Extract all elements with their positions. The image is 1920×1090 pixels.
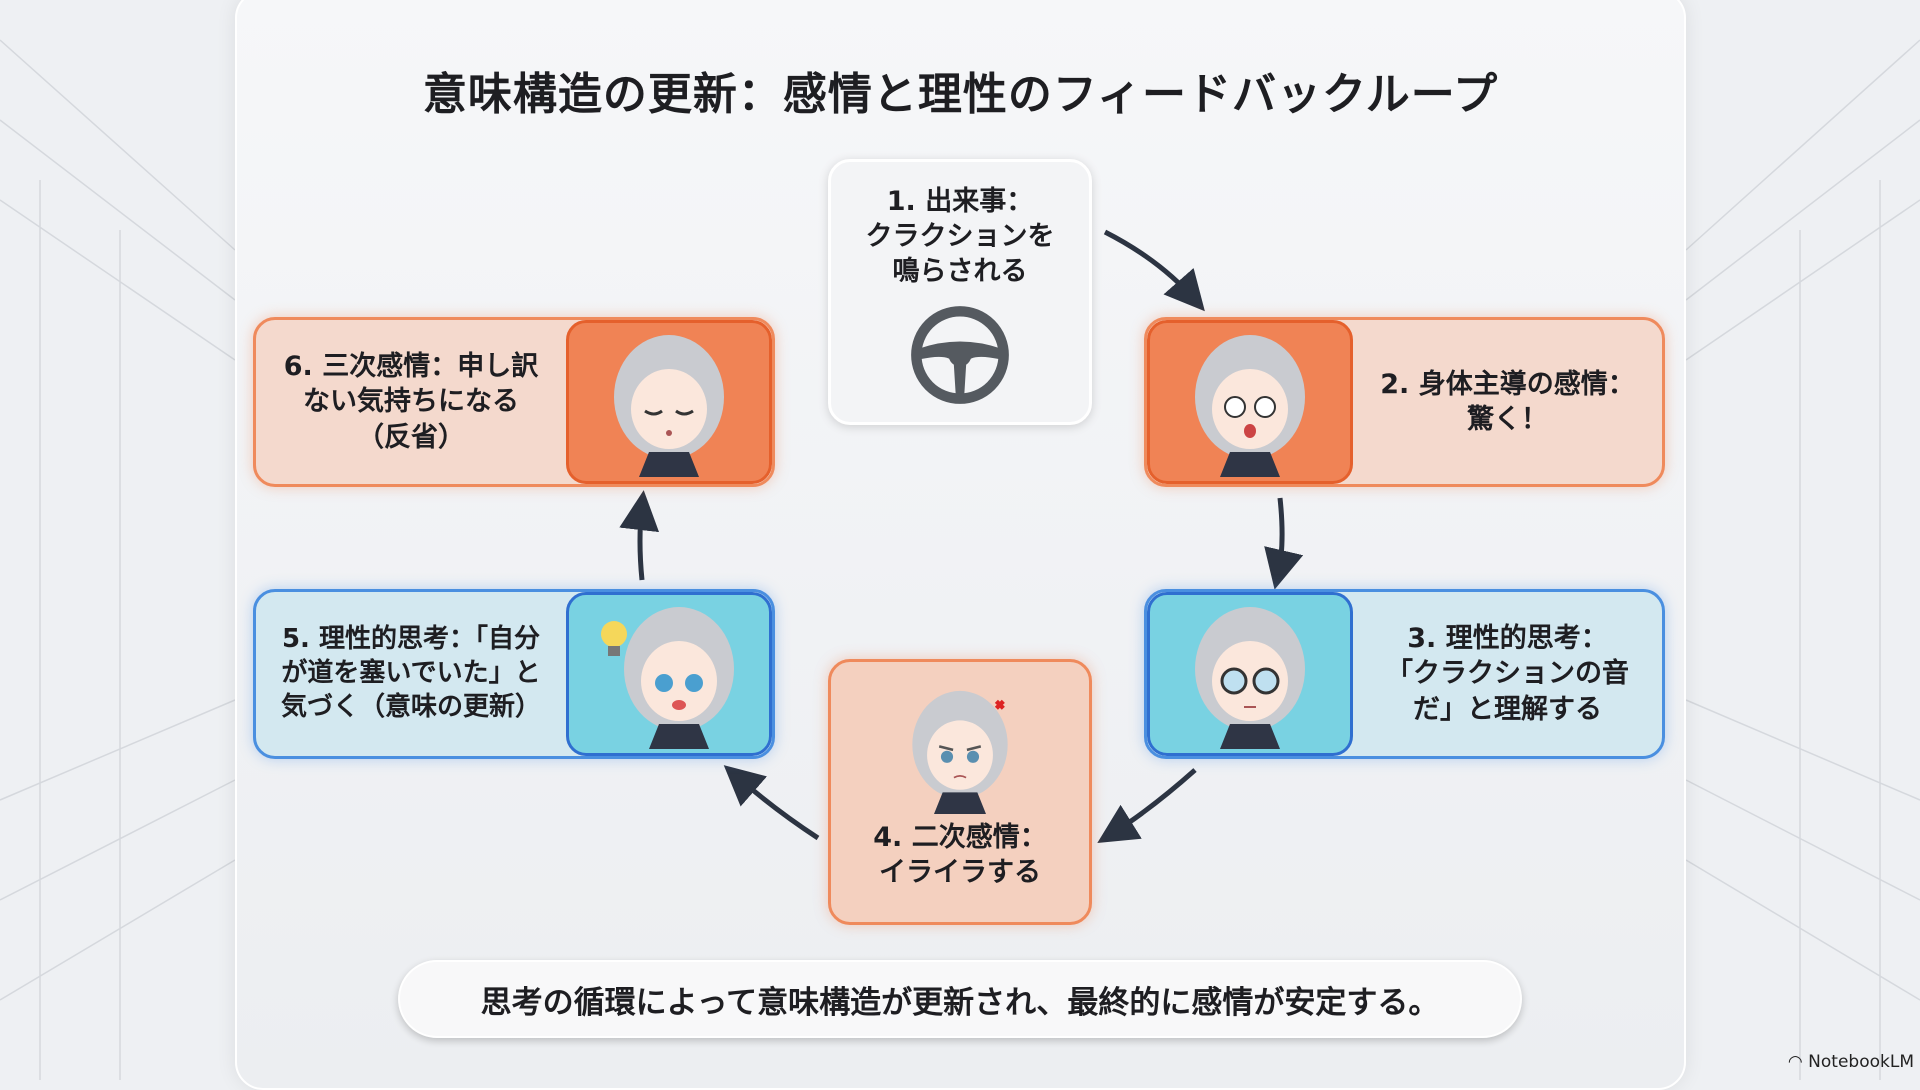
step-5-label: 5. 理性的思考：「自分 が道を塞いでいた」と 気づく（意味の更新） (280, 624, 541, 722)
step-1-card: 1. 出来事： クラクションを 鳴らされる (828, 159, 1092, 425)
summary-callout: 思考の循環によって意味構造が更新され、最終的に感情が安定する。 (398, 960, 1522, 1038)
step-2-label: 2. 身体主導の感情： 驚く！ (1380, 368, 1635, 435)
step-6-label: 6. 三次感情：申し訳 ない気持ちになる （反省） (283, 351, 539, 453)
step-6-card: 6. 三次感情：申し訳 ない気持ちになる （反省） (253, 317, 775, 487)
arrow-5-to-6 (619, 490, 660, 581)
step-1-label: 1. 出来事： クラクションを 鳴らされる (865, 186, 1055, 288)
lightbulb-character-image (566, 592, 772, 756)
steering-wheel-icon (911, 306, 1009, 405)
step-3-card: 3. 理性的思考： 「クラクションの音 だ」と理解する (1144, 589, 1665, 759)
arrow-4-to-5 (723, 765, 820, 841)
annoyed-character-image (912, 690, 1008, 814)
arrow-2-to-3 (1264, 497, 1304, 590)
step-4-card: 4. 二次感情： イライラする (828, 659, 1092, 925)
step-2-card: 2. 身体主導の感情： 驚く！ (1144, 317, 1665, 487)
surprised-character-image (1147, 320, 1353, 484)
arrow-3-to-4 (1097, 768, 1197, 843)
step-3-label: 3. 理性的思考： 「クラクションの音 だ」と理解する (1386, 623, 1629, 725)
thinking-character-image (1147, 592, 1353, 756)
watermark-text: NotebookLM (1808, 1052, 1914, 1072)
arrow-1-to-2 (1103, 229, 1205, 312)
step-4-label: 4. 二次感情： イライラする (873, 822, 1047, 889)
step-5-card: 5. 理性的思考：「自分 が道を塞いでいた」と 気づく（意味の更新） (253, 589, 775, 759)
page-title: 意味構造の更新：感情と理性のフィードバックループ (422, 69, 1499, 120)
sorry-character-image (566, 320, 772, 484)
notebooklm-watermark: ◠ NotebookLM (1787, 1052, 1914, 1072)
